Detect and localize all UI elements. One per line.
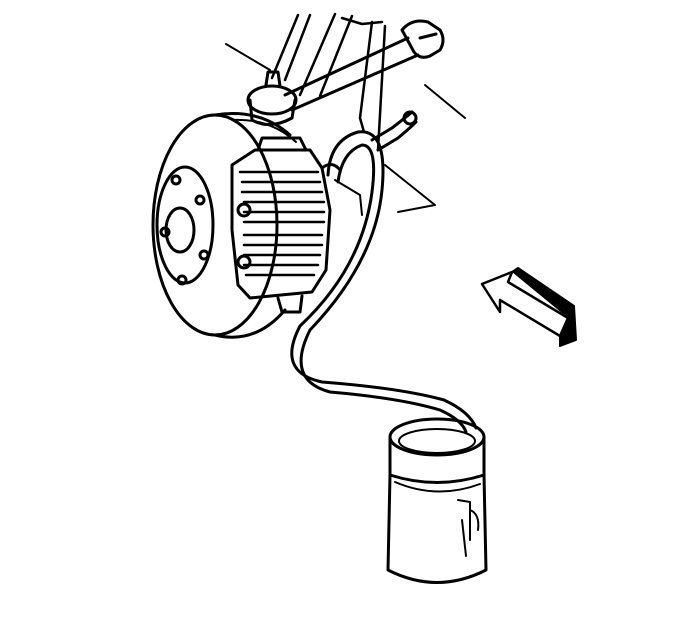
bleeder-hose — [290, 130, 478, 434]
brake-rotor — [151, 112, 297, 339]
wrench — [246, 19, 445, 126]
suspension-frame — [225, 12, 466, 216]
brake-line-fitting — [370, 110, 418, 152]
arrow-pointer-icon — [480, 267, 577, 347]
collection-jar — [386, 417, 488, 584]
brake-caliper — [230, 136, 342, 314]
